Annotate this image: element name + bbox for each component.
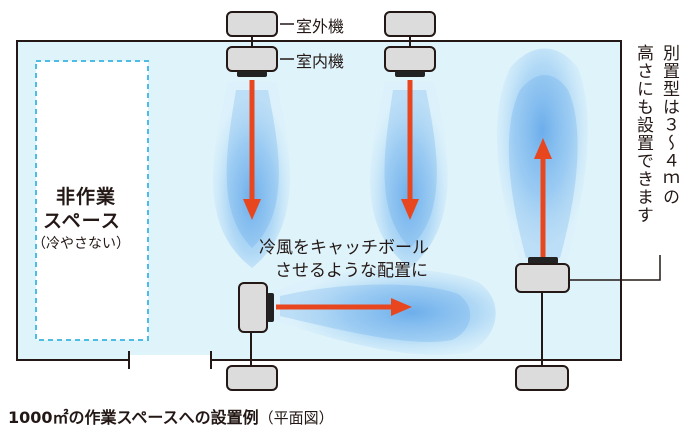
indoor-unit-bottom-left <box>238 282 274 368</box>
arrow-down-2 <box>401 80 419 220</box>
airflow-plume-3 <box>274 269 496 356</box>
figure-caption: 1000㎡の作業スペースへの設置例（平面図） <box>8 404 334 428</box>
non-work-area <box>35 60 149 341</box>
height-note-col-2: 高さにも設置できます <box>633 44 653 224</box>
non-work-title-2: スペース <box>43 210 121 232</box>
outdoor-unit-bottom-left <box>226 365 278 391</box>
indoor-unit-label: 室内機 <box>296 52 345 71</box>
indoor-unit-top-1 <box>226 46 278 77</box>
outdoor-unit-label: 室外機 <box>296 17 345 36</box>
catchball-line-1: 冷風をキャッチボール <box>259 238 429 258</box>
leader-height-note <box>569 255 661 281</box>
non-work-note: （冷やさない） <box>32 236 130 252</box>
caption-sub: （平面図） <box>258 409 334 427</box>
caption-main: 1000㎡の作業スペースへの設置例 <box>8 408 259 427</box>
outdoor-unit-bottom-right <box>515 365 569 391</box>
height-note-col-1: 別置型は３～４ｍの <box>659 44 679 206</box>
indoor-unit-top-2 <box>384 46 436 77</box>
non-work-title-1: 非作業 <box>56 186 117 208</box>
catchball-line-2: させるような配置に <box>275 261 428 281</box>
arrow-down-1 <box>243 80 261 220</box>
arrow-right <box>276 298 412 316</box>
doorway-gap <box>129 355 211 365</box>
arrow-up <box>534 138 552 262</box>
indoor-unit-right <box>515 257 570 368</box>
